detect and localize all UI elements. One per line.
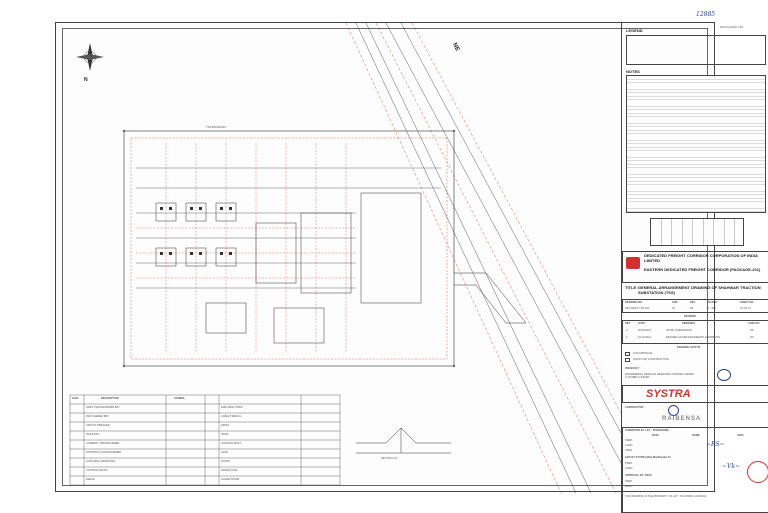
chkd-col: CHKD BY [748, 322, 760, 325]
sheet-value: 01 OF 01 [740, 307, 751, 310]
page-ref-handwritten: 12885 [696, 11, 716, 18]
ga-drawing [69, 23, 622, 493]
revision-table [622, 320, 768, 344]
sign-row-chkd-2: CHKD. [625, 467, 634, 470]
legend-col-sno: S.NO. [72, 397, 80, 400]
rev-col: REV [625, 322, 631, 325]
dwg-no-header: DRAWING NO. [625, 301, 643, 304]
approval-stamp [747, 461, 768, 483]
reviews-label: REVIEWS [684, 315, 696, 318]
soc-by: SOC BY SYSTRA Mott MacDonald JV [625, 456, 671, 459]
north-label: N [84, 77, 88, 83]
handwritten-signature: ~Vk~ [722, 463, 741, 470]
legend-item: LIGHTING MAST [221, 442, 242, 445]
date-col: DATE [638, 322, 645, 325]
submitted-by: SUBMITTED BY L&T - TPARANUMA [625, 429, 669, 432]
legend-item: POTENTIAL TRANSFORMER [86, 451, 122, 454]
legend-item: ROAD [221, 433, 229, 436]
issuer-name: ENGINEERING DESIGN & RESEARCH CENTRE LAR… [625, 373, 694, 380]
scale-header: SCALE [708, 301, 717, 304]
north-arrow-icon [76, 43, 104, 71]
status-approval: FOR APPROVAL [633, 352, 653, 355]
quantity-table [650, 218, 744, 246]
legend-item: WATER TANK [221, 469, 238, 472]
sign-sign-header: SIGN [737, 434, 744, 437]
legend-item: FENCE [86, 478, 95, 481]
sign-name-header: NAME [692, 434, 700, 437]
dwg-no-value: DFC-EDFC-TSS-001 [625, 307, 650, 310]
remarks-col: REMARKS [682, 322, 696, 325]
legend-item: 220kV TRANSFORMER BAY [86, 406, 120, 409]
systra-logo: SYSTRA [646, 388, 691, 400]
rev-1-date: 10.10.2014 [638, 336, 651, 339]
legend-item: PLINTH [221, 460, 231, 463]
legend-item: ISOLATOR [86, 433, 99, 436]
status-checkbox [625, 352, 630, 356]
rev-0: 0 [626, 329, 628, 332]
systra-block [622, 385, 768, 403]
footer-note: THIS DRAWING IS THE PROPERTY OF L&T - PL… [625, 495, 707, 498]
drawing-title: GENERAL ARRANGEMENT DRAWING OF SHAHWAR T… [638, 285, 761, 295]
drawing-no-table [622, 299, 768, 313]
legend-item: GUARD ROOM [221, 478, 240, 481]
legend-title: LEGEND [626, 28, 643, 33]
sign-row-prep-3: PREP. [625, 480, 633, 483]
status-gfc: GOOD FOR CONSTRUCTION [633, 358, 669, 361]
project-name: EASTERN DEDICATED FREIGHT CORRIDOR (PACK… [644, 267, 761, 272]
legend-item: 25kV FEEDER BAY [86, 415, 109, 418]
section-detail [356, 427, 451, 454]
rev-0-by: RS [750, 329, 754, 332]
rev-1: 1 [626, 336, 628, 339]
rev-value: R1 [690, 307, 694, 310]
issued-by-label: ISSUED BY : [625, 367, 641, 370]
rev-0-date: 20.08.2014 [638, 329, 651, 332]
client-name: DEDICATED FREIGHT CORRIDOR CORPORATION O… [644, 253, 758, 263]
contractor-label: CONTRACTOR : [625, 406, 645, 409]
drawing-ref-top: DFCCIL-EDFC-TSS [720, 26, 744, 29]
rev-0-remarks: INITIAL SUBMISSION [666, 329, 692, 332]
rev-header: REV [690, 301, 696, 304]
sign-row-appd-3: APPD. [625, 485, 633, 488]
legend-item: GATE [221, 451, 228, 454]
drawing-border [62, 28, 708, 486]
legend-item: CIRCUIT BREAKER [86, 424, 110, 427]
rev-1-by: RS [750, 336, 754, 339]
boundary-label: TSS BOUNDARY [206, 126, 227, 129]
section-label: SECTION A-A [381, 457, 398, 460]
client-block [622, 251, 768, 283]
size-value: A1 [672, 307, 676, 310]
size-header: SIZE [672, 301, 678, 304]
contractor-logo-icon [668, 405, 679, 416]
status-checkbox [625, 358, 630, 362]
sign-row-chkd: CHKD. [625, 444, 634, 447]
lnt-logo-icon [717, 369, 731, 381]
legend-item: EARTHING STRIP [221, 406, 243, 409]
legend-col-symbol: SYMBOL [174, 397, 186, 400]
sheet-header: SHEET NO. [740, 301, 754, 304]
dfccil-logo-icon [626, 257, 640, 269]
legend-item: LIGHTNING ARRESTER [86, 460, 115, 463]
scale-value: 1 : 500 [708, 307, 716, 310]
title-label: TITLE : [625, 285, 639, 290]
sign-row-prep-2: PREP. [625, 462, 633, 465]
legend-item: DRAIN [221, 424, 230, 427]
drawing-sheet: N NE TSS BOUNDARY SECTION A-A S.NO. DESC… [55, 22, 768, 513]
legend-box [626, 35, 766, 65]
legend-item: CURRENT TRANSFORMER [86, 442, 120, 445]
drawing-status-label: DRAWING STATUS [677, 346, 701, 349]
approval-by: APPROVAL BY: DFCC [625, 474, 653, 477]
sign-date-header: DATE [652, 434, 659, 437]
sign-row-prep: PREP. [625, 439, 633, 442]
notes-title: NOTES [626, 69, 640, 74]
legend-item: CONTROL ROOM [86, 469, 108, 472]
sign-row-appd: APPD. [625, 449, 633, 452]
legend-item: CABLE TRENCH [221, 415, 241, 418]
consultant-logo: RAIBENSA [662, 416, 702, 422]
notes-text-block [626, 75, 766, 213]
title-block: DFCCIL-EDFC-TSS LEGEND NOTES DEDICATED F… [621, 23, 768, 513]
rev-1-remarks: REVISED AS PER ENGINEER'S COMMENTS [666, 336, 720, 339]
legend-col-description: DESCRIPTION [101, 397, 119, 400]
handwritten-signature: ~RS~ [706, 441, 725, 448]
